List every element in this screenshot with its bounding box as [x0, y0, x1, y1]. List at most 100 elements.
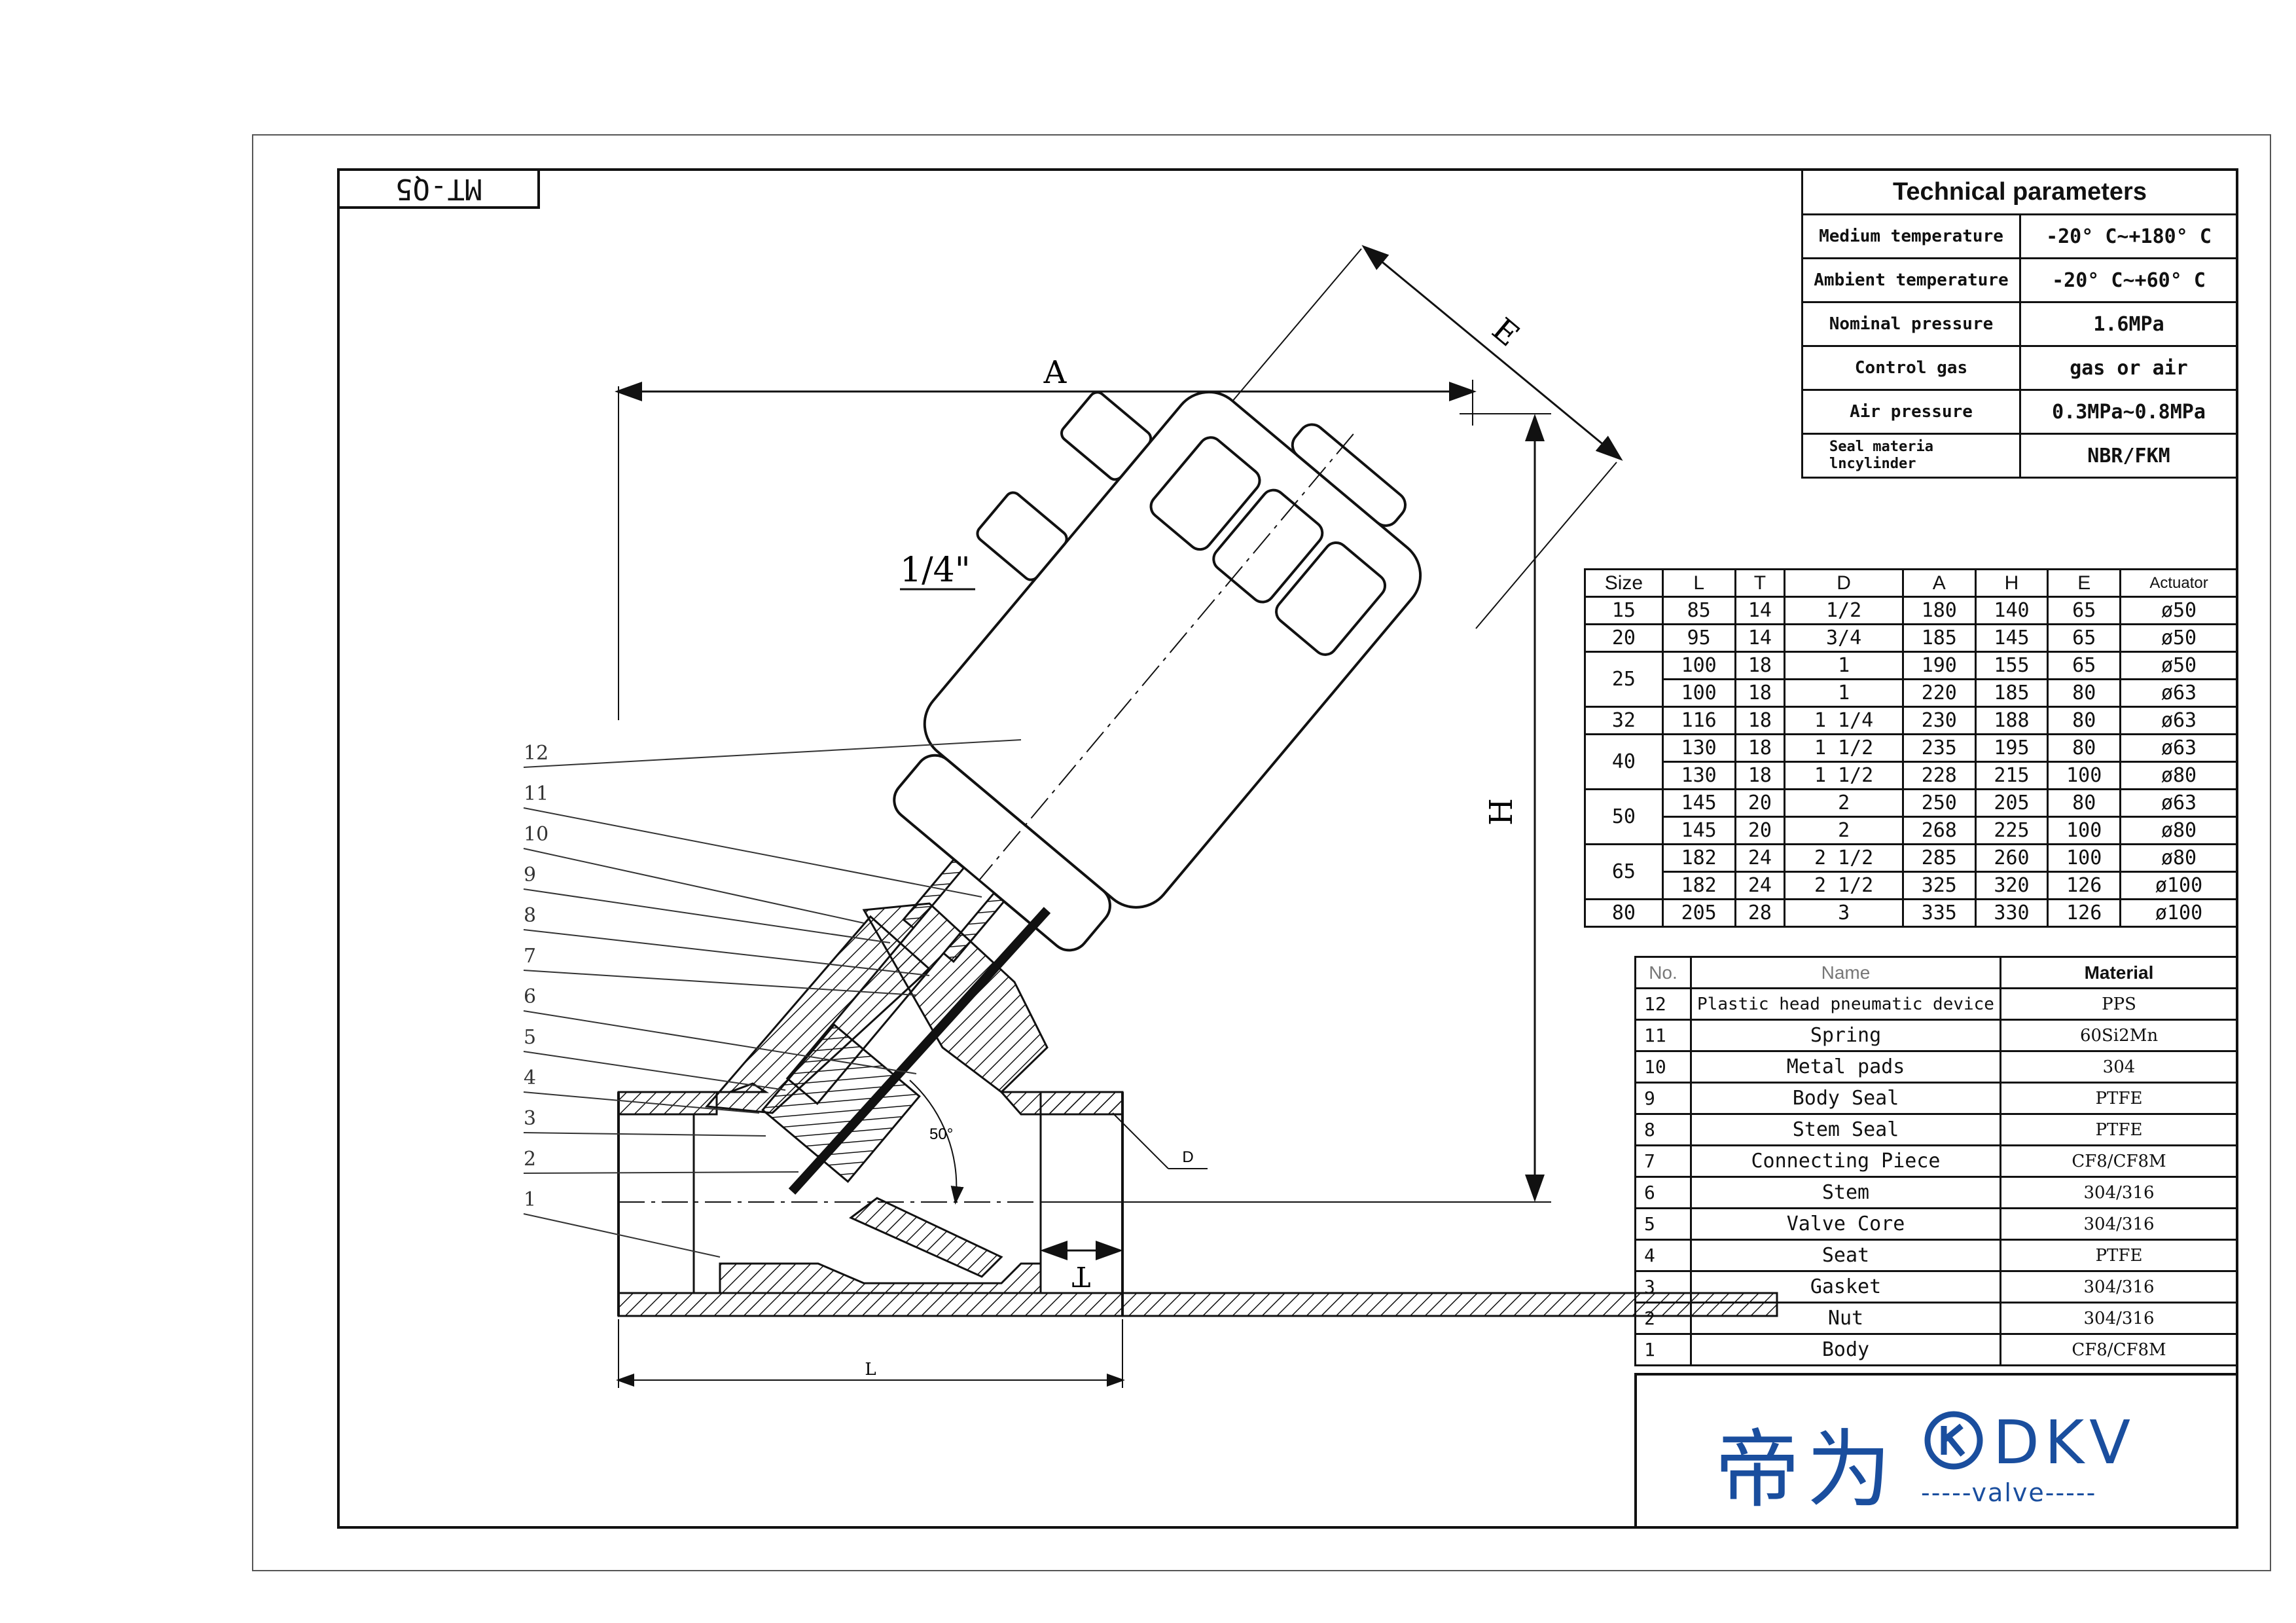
material-no: 11 [1634, 1019, 1692, 1052]
title-block [1634, 1373, 2238, 1529]
material-material: 304/316 [2000, 1207, 2238, 1241]
material-no: 9 [1634, 1082, 1692, 1115]
size-col-header: T [1734, 568, 1786, 598]
callout-number: 7 [524, 945, 536, 968]
material-material: CF8/CF8M [2000, 1144, 2238, 1178]
material-material: PTFE [2000, 1113, 2238, 1146]
dim-t-label: T [1072, 1260, 1090, 1292]
size-cell: 180 [1901, 596, 1977, 625]
material-name: Valve Core [1690, 1207, 2001, 1241]
callout-number: 9 [524, 864, 536, 886]
material-no: 1 [1634, 1333, 1692, 1366]
callout-leader [523, 1213, 721, 1258]
size-cell: 3 [1784, 898, 1904, 928]
col-header-name: Name [1690, 956, 2001, 989]
size-cell: 145 [1661, 788, 1736, 818]
material-material: 304/316 [2000, 1270, 2238, 1304]
size-cell: 95 [1661, 623, 1736, 653]
size-cell: 28 [1734, 898, 1786, 928]
size-cell: 25 [1584, 651, 1664, 708]
callout-leader [523, 970, 917, 996]
size-cell: 3/4 [1784, 623, 1904, 653]
size-cell: 182 [1661, 843, 1736, 873]
tp-value: -20° C~+60° C [2019, 257, 2238, 303]
size-cell: 268 [1901, 816, 1977, 845]
size-cell: ø50 [2119, 651, 2238, 680]
size-cell: 20 [1584, 623, 1664, 653]
size-cell: 65 [1584, 843, 1664, 900]
size-cell: 130 [1661, 761, 1736, 790]
callout-leader [523, 1051, 786, 1091]
callout-number: 4 [524, 1067, 536, 1089]
size-cell: 24 [1734, 871, 1786, 900]
valve-body: 50° [617, 902, 1778, 1317]
size-cell: 20 [1734, 816, 1786, 845]
size-cell: 325 [1901, 871, 1977, 900]
col-header-material: Material [2000, 956, 2238, 989]
dim-h-label: H [1483, 798, 1520, 826]
size-cell: 18 [1734, 761, 1786, 790]
size-cell: 126 [2047, 898, 2122, 928]
size-cell: 18 [1734, 706, 1786, 735]
size-cell: 285 [1901, 843, 1977, 873]
dimension-d: D [1112, 1112, 1208, 1169]
tp-value: -20° C~+180° C [2019, 213, 2238, 259]
size-cell: 1 [1784, 651, 1904, 680]
callout-leader [523, 929, 930, 976]
size-cell: 235 [1901, 733, 1977, 763]
size-cell: 228 [1901, 761, 1977, 790]
tp-value: gas or air [2019, 345, 2238, 391]
material-material: PPS [2000, 987, 2238, 1021]
size-col-header: Size [1584, 568, 1664, 598]
dim-d-label: D [1182, 1148, 1193, 1166]
size-cell: 190 [1901, 651, 1977, 680]
size-cell: 20 [1734, 788, 1786, 818]
size-cell: 130 [1661, 733, 1736, 763]
size-cell: 24 [1734, 843, 1786, 873]
size-cell: 145 [1661, 816, 1736, 845]
tp-value: 0.3MPa~0.8MPa [2019, 389, 2238, 435]
material-name: Connecting Piece [1690, 1144, 2001, 1178]
callout-number: 1 [524, 1188, 536, 1211]
callout-leader [523, 1132, 766, 1137]
size-cell: 1 1/2 [1784, 761, 1904, 790]
tp-key: Seal materia lncylinder [1801, 433, 2021, 479]
size-cell: 2 1/2 [1784, 871, 1904, 900]
size-cell: 330 [1974, 898, 2049, 928]
size-cell: 320 [1974, 871, 2049, 900]
material-name: Metal pads [1690, 1050, 2001, 1084]
dim-l-label: L [865, 1360, 876, 1379]
material-no: 3 [1634, 1270, 1692, 1304]
angle-label: 50° [929, 1125, 953, 1143]
size-cell: ø63 [2119, 706, 2238, 735]
callout-leader [523, 807, 982, 898]
dkv-logo-icon [1924, 1411, 1983, 1470]
callout-leader [523, 1091, 760, 1114]
material-name: Gasket [1690, 1270, 2001, 1304]
size-col-header: A [1901, 568, 1977, 598]
material-name: Spring [1690, 1019, 2001, 1052]
callout-number: 8 [524, 904, 536, 927]
size-cell: 80 [2047, 678, 2122, 708]
logo-brand: DKV [1993, 1408, 2136, 1478]
callout-number: 10 [524, 823, 548, 846]
size-cell: 182 [1661, 871, 1736, 900]
material-material: 304/316 [2000, 1176, 2238, 1209]
size-cell: ø80 [2119, 761, 2238, 790]
tp-key: Nominal pressure [1801, 301, 2021, 347]
technical-parameters-title: Technical parameters [1801, 168, 2238, 215]
body-bottom-wall [617, 1292, 1778, 1317]
size-cell: 80 [2047, 733, 2122, 763]
